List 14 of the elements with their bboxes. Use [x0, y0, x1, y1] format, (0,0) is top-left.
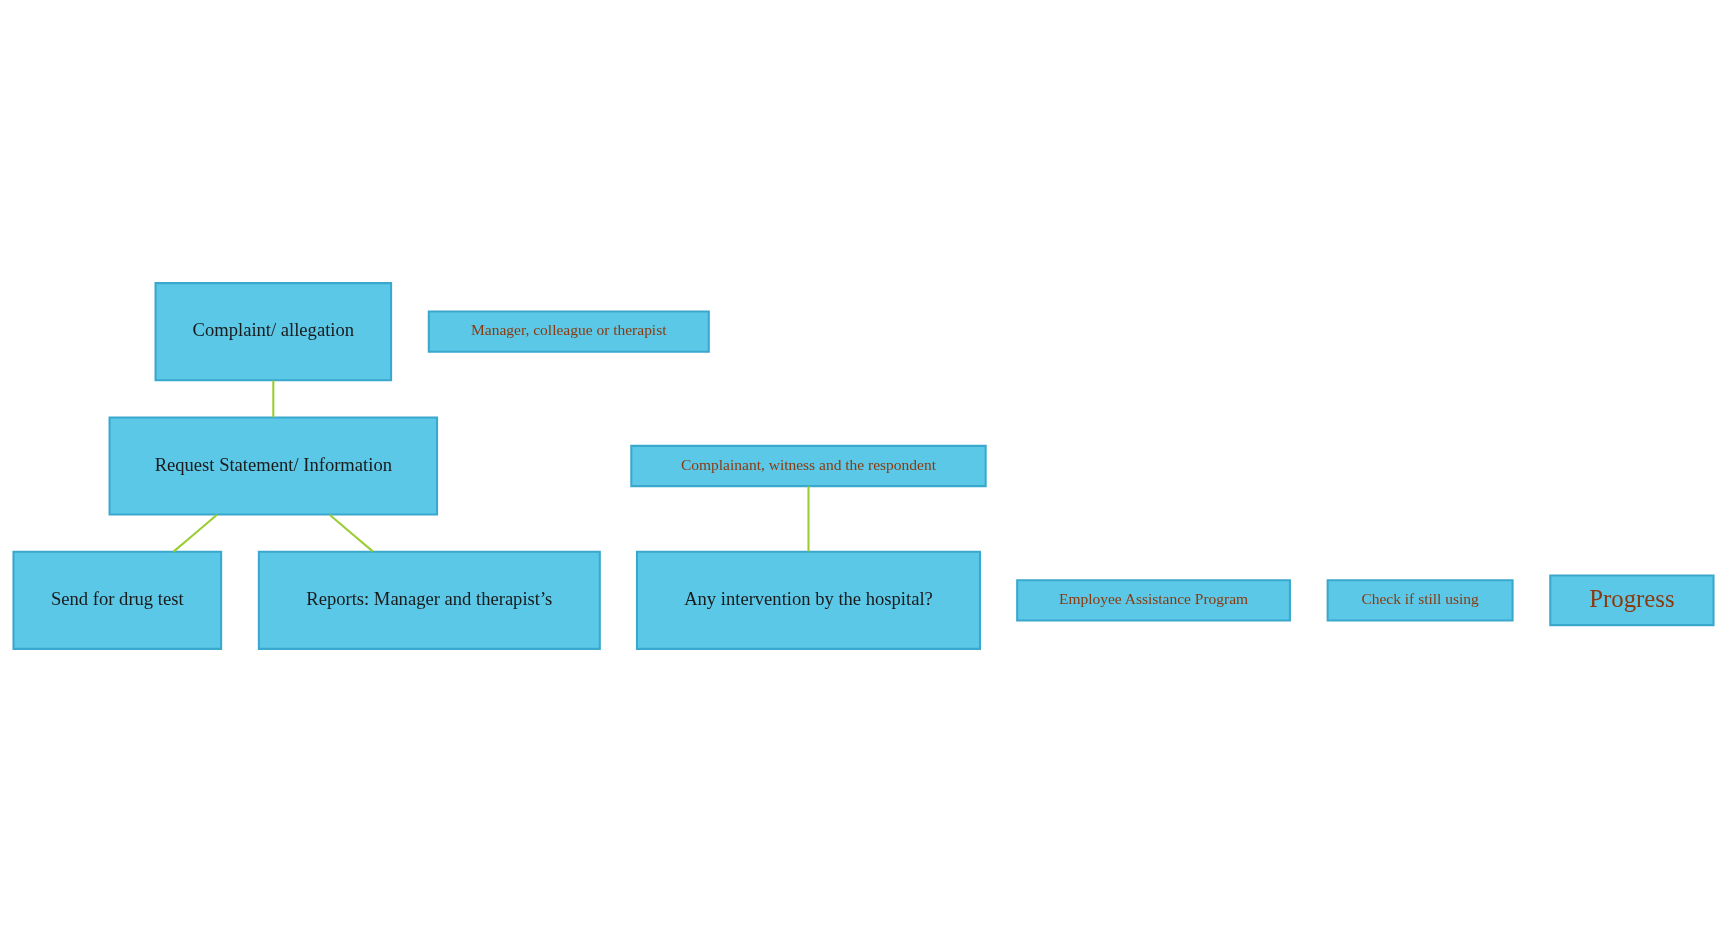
- node-box: Check if still using: [1326, 578, 1514, 621]
- node-box: Any intervention by the hospital?: [635, 550, 982, 650]
- node-box: Progress: [1549, 573, 1715, 626]
- node-box: Employee Assistance Program: [1016, 578, 1291, 621]
- node-box: Request Statement/ Information: [108, 415, 439, 516]
- node-box: Send for drug test: [12, 550, 223, 650]
- connector: [172, 513, 218, 552]
- connector: [807, 485, 810, 551]
- node-box: Manager, colleague or therapist: [427, 310, 710, 353]
- node-box: Reports: Manager and therapist’s: [257, 550, 601, 650]
- connector: [328, 513, 374, 552]
- node-box: Complaint/ allegation: [154, 281, 393, 381]
- connector: [272, 379, 275, 417]
- node-box: Complainant, witness and the respondent: [630, 444, 987, 487]
